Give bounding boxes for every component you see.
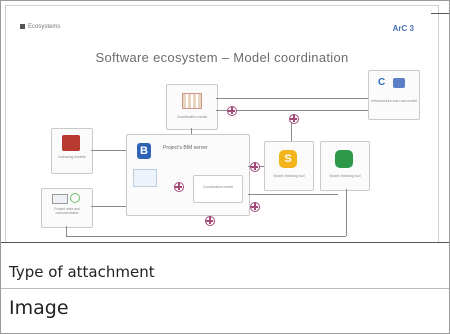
project-data-box: Project data and documentation [41,188,93,228]
slide-title: Software ecosystem – Model coordination [95,50,349,65]
model-checking-box-1: S Model checking tool [264,141,314,191]
authoring-models-label: Authoring models [58,155,86,159]
connector [66,226,67,236]
connector [66,236,346,237]
coordination-model-box: Coordination model [166,84,218,130]
checking-icon-s: S [279,150,297,168]
hub-icon [250,202,260,212]
server-detail-icon [133,169,157,187]
model-checking-box-2: Model checking tool [320,141,370,191]
attachment-type-label: Type of attachment [9,263,155,281]
connector [291,116,292,141]
coordination-sub-box: Coordination model [193,175,243,203]
thumbnail-edge-line [431,13,449,14]
attachment-type-value: Image [9,297,69,319]
meta-divider [1,288,449,289]
model-checking-label-1: Model checking tool [273,174,305,178]
model-checking-label-2: Model checking tool [329,174,361,178]
check-icon [70,193,80,203]
authoring-models-box: Authoring models [51,128,93,174]
grid-icon [182,93,202,109]
bim-server-box: B Project's BIM server Coordination mode… [126,134,250,216]
project-data-label: Project data and documentation [54,207,80,215]
connector [216,98,368,99]
connector [248,194,338,195]
connector [346,189,347,236]
logo-text: ArC 3 [392,24,414,33]
hub-icon [205,216,215,226]
connector [91,206,126,207]
coordination-model-label: Coordination model [176,115,208,119]
connector [91,150,126,151]
tool-icon [393,78,405,88]
c-icon: C [378,77,386,88]
thumbnail-divider [1,242,449,243]
hub-icon [250,162,260,172]
bim-server-icon: B [137,143,151,159]
hub-icon [174,182,184,192]
hub-icon [289,114,299,124]
infrastructure-label: Infrastructure and road model [371,99,417,103]
authoring-icon [62,135,80,151]
bim-server-label: Project's BIM server [163,145,208,151]
connector [191,128,192,134]
brand-label: Ecosystems [20,24,60,30]
brand-icon [20,24,25,29]
attachment-thumbnail[interactable]: Ecosystems ArC 3 Software ecosystem – Mo… [5,5,439,243]
coordination-sub-label: Coordination model [202,185,234,189]
doc-icon [52,194,68,204]
brand-text: Ecosystems [28,24,61,31]
infrastructure-box: C Infrastructure and road model [368,70,420,120]
connector [216,110,368,111]
hub-icon [227,106,237,116]
checking-icon-green [335,150,353,168]
